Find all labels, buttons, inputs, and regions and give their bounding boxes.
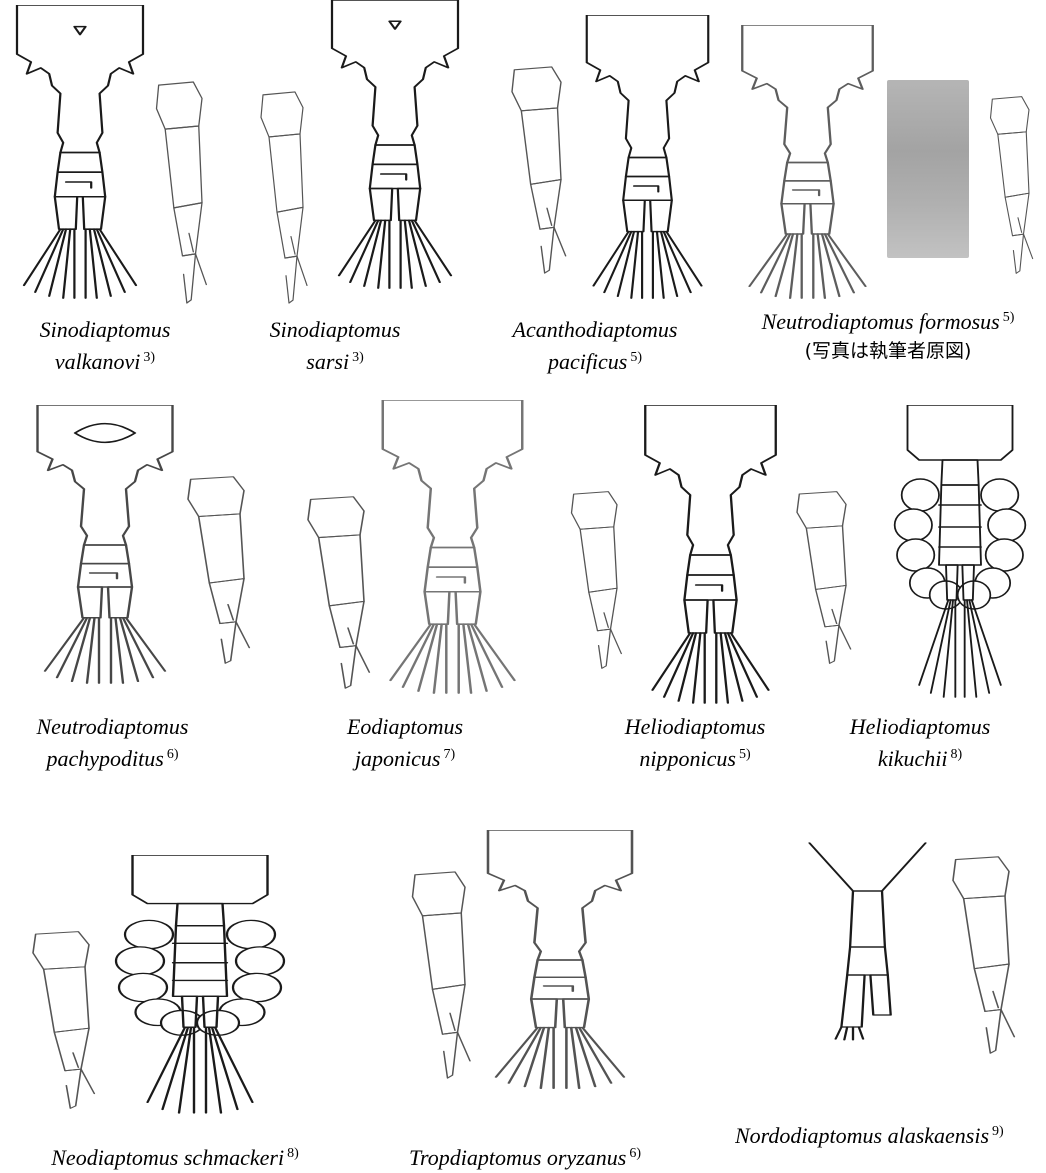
fifth-leg-drawing — [180, 475, 260, 665]
genus-name: Acanthodiaptomus — [513, 317, 678, 342]
reference-mark: 6) — [629, 1146, 641, 1161]
urosome-drawing — [30, 405, 180, 685]
reference-mark: 5) — [630, 350, 642, 365]
fifth-leg-drawing — [405, 870, 480, 1080]
genus-name: Eodiaptomus — [347, 714, 463, 739]
urosome-with-egg-sac-drawing — [110, 855, 290, 1120]
fifth-leg-drawing — [300, 495, 380, 690]
reference-mark: 5) — [739, 747, 751, 762]
genus-name: Heliodiaptomus — [625, 714, 766, 739]
species-epithet: oryzanus — [547, 1145, 626, 1170]
urosome-drawing — [480, 830, 640, 1090]
genus-name: Heliodiaptomus — [850, 714, 991, 739]
genus-name: Neutrodiaptomus — [762, 309, 914, 334]
species-epithet: valkanovi — [55, 349, 141, 374]
reference-mark: 6) — [167, 747, 179, 762]
genus-name: Neutrodiaptomus — [37, 714, 189, 739]
specimen-photo — [887, 80, 969, 258]
fifth-leg-drawing — [985, 95, 1040, 275]
species-epithet: pachypoditus — [47, 746, 164, 771]
fifth-leg-drawing — [150, 80, 215, 305]
urosome-drawing — [10, 5, 150, 300]
urosome-drawing — [375, 400, 530, 695]
species-epithet: alaskaensis — [888, 1123, 989, 1148]
species-epithet: nipponicus — [639, 746, 736, 771]
fifth-leg-drawing — [945, 855, 1025, 1055]
species-epithet: pacificus — [548, 349, 627, 374]
urosome-drawing — [795, 835, 940, 1075]
reference-mark: 9) — [992, 1124, 1004, 1139]
genus-name: Neodiaptomus — [51, 1145, 178, 1170]
reference-mark: 5) — [1003, 310, 1015, 325]
fifth-leg-drawing — [565, 490, 630, 670]
species-epithet: formosus — [919, 309, 1000, 334]
fifth-leg-drawing — [790, 490, 860, 665]
genus-name: Sinodiaptomus — [40, 317, 171, 342]
fifth-leg-drawing — [25, 930, 105, 1110]
genus-name: Tropdiaptomus — [409, 1145, 541, 1170]
genus-name: Sinodiaptomus — [270, 317, 401, 342]
genus-name: Nordodiaptomus — [735, 1123, 882, 1148]
urosome-drawing — [638, 405, 783, 705]
reference-mark: 8) — [950, 747, 962, 762]
urosome-drawing — [735, 25, 880, 300]
species-epithet: japonicus — [355, 746, 441, 771]
urosome-drawing — [325, 0, 465, 290]
urosome-with-egg-sac-drawing — [890, 405, 1030, 705]
urosome-drawing — [580, 15, 715, 300]
reference-mark: 3) — [143, 350, 155, 365]
species-epithet: kikuchii — [878, 746, 948, 771]
reference-mark: 7) — [443, 747, 455, 762]
photo-credit-note: (写真は執筆者原図) — [805, 340, 972, 362]
reference-mark: 8) — [287, 1146, 299, 1161]
fifth-leg-drawing — [255, 90, 315, 305]
fifth-leg-drawing — [505, 65, 575, 275]
species-epithet: sarsi — [306, 349, 349, 374]
reference-mark: 3) — [352, 350, 364, 365]
species-epithet: schmackeri — [184, 1145, 284, 1170]
